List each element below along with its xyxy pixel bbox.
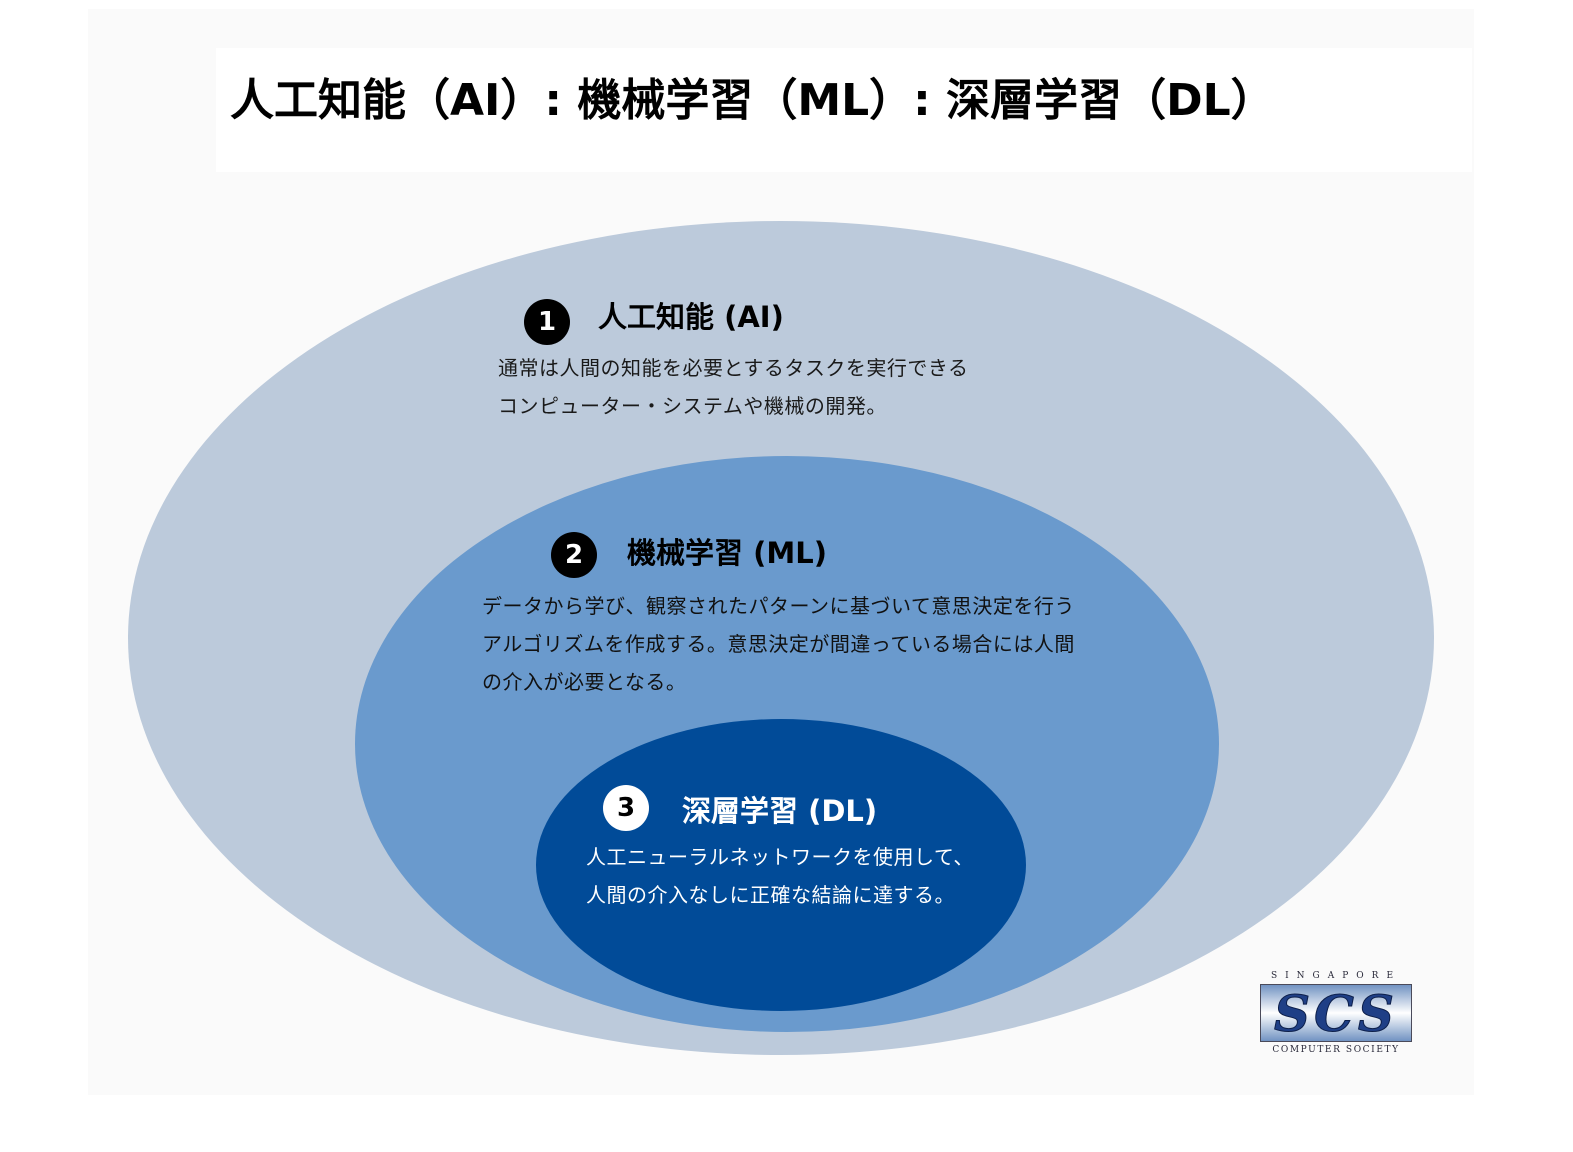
dl-ellipse bbox=[536, 719, 1026, 1011]
ai-description-line: コンピューター・システムや機械の開発。 bbox=[498, 394, 887, 418]
dl-heading: 深層学習 (DL) bbox=[682, 794, 878, 828]
ai-heading: 人工知能 (AI) bbox=[598, 300, 784, 334]
ml-description-line: アルゴリズムを作成する。意思決定が間違っている場合には人間 bbox=[482, 632, 1075, 656]
logo-mark-text: SCS bbox=[1274, 984, 1398, 1042]
dl-number-badge: 3 bbox=[603, 785, 649, 831]
page-title: 人工知能（AI）: 機械学習（ML）: 深層学習（DL） bbox=[230, 75, 1275, 126]
ml-description-line: の介入が必要となる。 bbox=[482, 670, 687, 694]
ai-description: 通常は人間の知能を必要とするタスクを実行できる コンピューター・システムや機械の… bbox=[498, 349, 969, 425]
ai-description-line: 通常は人間の知能を必要とするタスクを実行できる bbox=[498, 356, 969, 380]
dl-description-line: 人間の介入なしに正確な結論に達する。 bbox=[586, 883, 955, 907]
title-box bbox=[216, 48, 1472, 172]
ml-description: データから学び、観察されたパターンに基づいて意思決定を行う アルゴリズムを作成す… bbox=[482, 587, 1075, 701]
logo-bottom-text: COMPUTER SOCIETY bbox=[1272, 1045, 1400, 1055]
scs-logo: SINGAPORE SCS COMPUTER SOCIETY bbox=[1260, 971, 1412, 1061]
dl-description-line: 人工ニューラルネットワークを使用して、 bbox=[586, 845, 974, 869]
ml-description-line: データから学び、観察されたパターンに基づいて意思決定を行う bbox=[482, 594, 1075, 618]
ml-heading: 機械学習 (ML) bbox=[627, 536, 827, 570]
ml-number-badge: 2 bbox=[551, 532, 597, 578]
ai-number-badge: 1 bbox=[524, 299, 570, 345]
dl-description: 人工ニューラルネットワークを使用して、 人間の介入なしに正確な結論に達する。 bbox=[586, 838, 974, 914]
scs-logo-mark: SCS bbox=[1260, 984, 1412, 1042]
logo-top-text: SINGAPORE bbox=[1270, 971, 1402, 981]
